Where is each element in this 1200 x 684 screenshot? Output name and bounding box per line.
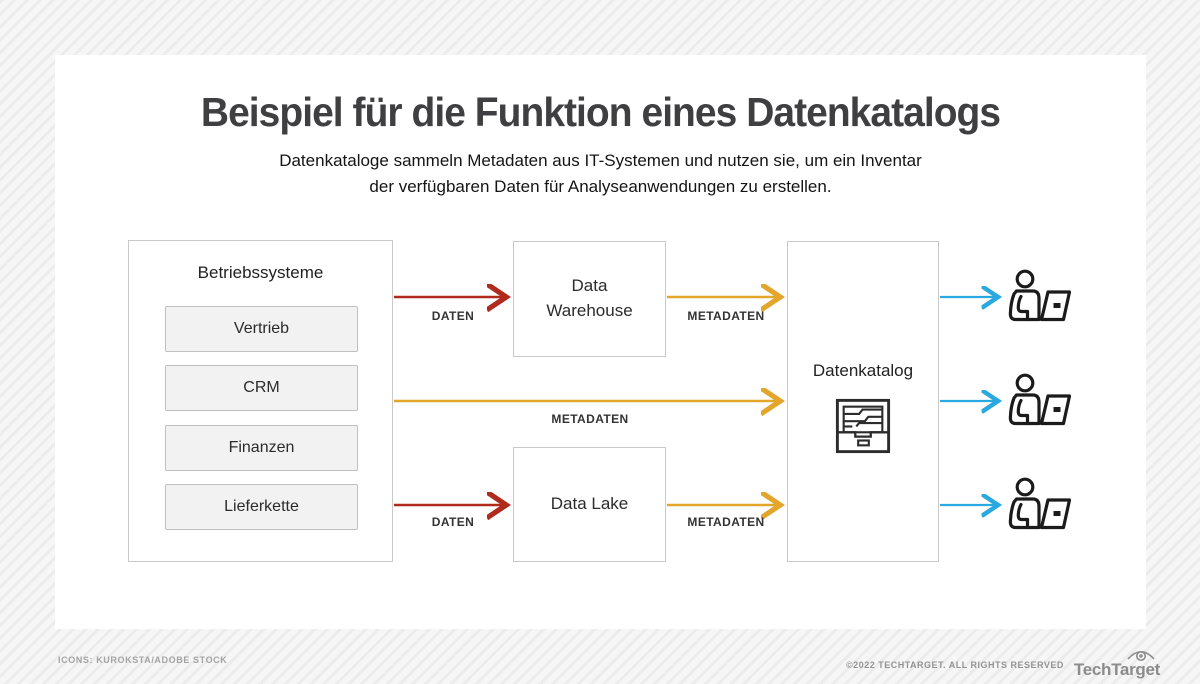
- system-label: Vertrieb: [233, 320, 290, 337]
- copyright-text: ©2022 TECHTARGET. ALL RIGHTS RESERVED: [846, 660, 1064, 670]
- icons-credit: ICONS: KUROKSTA/ADOBE STOCK: [58, 655, 228, 665]
- flow-label-daten-bottom: DATEN: [431, 515, 475, 529]
- data-lake-box: Data Lake: [513, 447, 666, 562]
- system-label: Lieferkette: [224, 498, 299, 515]
- file-catalog-icon: [835, 398, 891, 454]
- brand-name: TechTarget: [1073, 660, 1160, 679]
- flow-label-metadaten-top: METADATEN: [687, 309, 765, 323]
- betriebssysteme-box: Betriebssysteme Vertrieb CRM Finanzen Li…: [128, 240, 393, 562]
- page-title: Beispiel für die Funktion eines Datenkat…: [200, 89, 1001, 135]
- analyst-user-icon: [1008, 373, 1071, 426]
- flow-arrows: [394, 55, 1146, 629]
- diagram-canvas: Betriebssysteme Vertrieb CRM Finanzen Li…: [55, 55, 1146, 629]
- data-warehouse-label: Data Warehouse: [546, 276, 633, 320]
- system-box-finanzen: Finanzen: [165, 425, 358, 471]
- datenkatalog-label: Datenkatalog: [812, 361, 914, 380]
- flow-label-metadaten-bottom: METADATEN: [687, 515, 765, 529]
- datenkatalog-box: Datenkatalog: [787, 241, 939, 562]
- system-label: Finanzen: [228, 439, 295, 456]
- analyst-user-icon: [1008, 269, 1071, 322]
- subtitle-line-1: Datenkataloge sammeln Metadaten aus IT-S…: [279, 151, 922, 171]
- subtitle-line-2: der verfügbaren Daten für Analyseanwendu…: [369, 177, 832, 197]
- infographic-card: Beispiel für die Funktion eines Datenkat…: [55, 55, 1146, 629]
- analyst-user-icon: [1008, 477, 1071, 530]
- system-box-vertrieb: Vertrieb: [165, 306, 358, 352]
- data-warehouse-box: Data Warehouse: [513, 241, 666, 357]
- system-box-lieferkette: Lieferkette: [165, 484, 358, 530]
- system-box-crm: CRM: [165, 365, 358, 411]
- data-lake-label: Data Lake: [550, 494, 629, 514]
- betriebssysteme-title: Betriebssysteme: [197, 263, 324, 282]
- system-label: CRM: [243, 379, 280, 396]
- techtarget-logo: TechTarget: [1074, 650, 1160, 680]
- footer-right: ©2022 TECHTARGET. ALL RIGHTS RESERVED Te…: [846, 650, 1160, 680]
- page-subtitle: Datenkataloge sammeln Metadaten aus IT-S…: [55, 148, 1146, 201]
- flow-label-daten-top: DATEN: [431, 309, 475, 323]
- flow-label-metadaten-middle: METADATEN: [551, 412, 629, 426]
- eye-icon: [1127, 650, 1155, 661]
